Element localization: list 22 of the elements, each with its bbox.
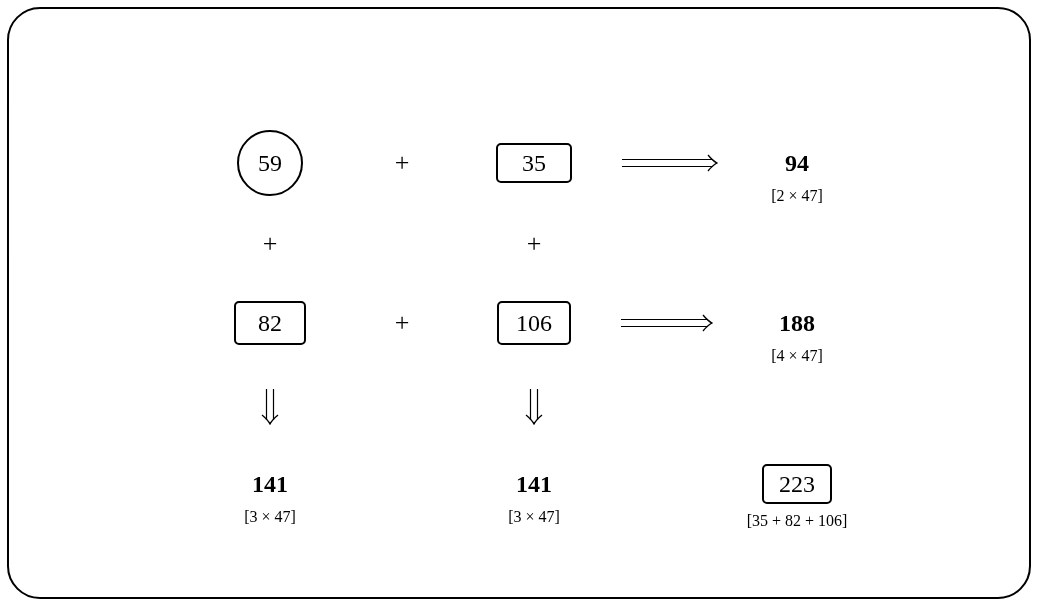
plus-sign: + bbox=[262, 231, 278, 257]
result-number: 141 bbox=[245, 468, 295, 500]
plus-sign: + bbox=[526, 231, 542, 257]
plus-sign: + bbox=[394, 150, 410, 176]
double-arrow bbox=[525, 388, 543, 425]
double-arrow bbox=[261, 388, 279, 425]
number-box: 35 bbox=[496, 143, 572, 183]
result-number: 188 bbox=[772, 307, 822, 339]
factor-note: [3 × 47] bbox=[244, 508, 296, 526]
number-box: 106 bbox=[497, 301, 571, 345]
result-number: 141 bbox=[509, 468, 559, 500]
plus-sign: + bbox=[394, 310, 410, 336]
factor-note: [3 × 47] bbox=[508, 508, 560, 526]
double-arrow bbox=[621, 154, 718, 172]
number-box: 82 bbox=[234, 301, 306, 345]
factor-note: [4 × 47] bbox=[771, 347, 823, 365]
factor-note: [2 × 47] bbox=[771, 187, 823, 205]
number-box: 223 bbox=[762, 464, 832, 504]
result-number: 94 bbox=[777, 147, 817, 179]
double-arrow bbox=[620, 314, 713, 332]
factor-note: [35 + 82 + 106] bbox=[746, 512, 848, 530]
number-circle: 59 bbox=[237, 130, 303, 196]
